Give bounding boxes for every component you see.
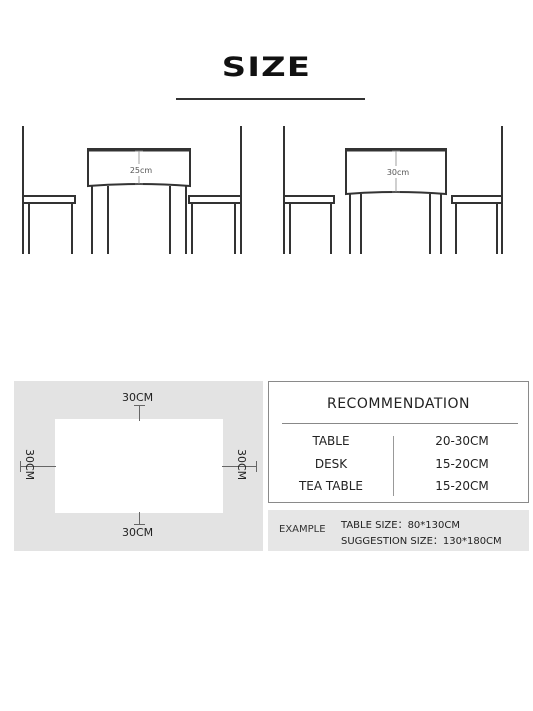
recommendation-column-divider — [393, 436, 394, 496]
table-top-area — [55, 419, 223, 513]
recommendation-row: DESK 15-20CM — [269, 457, 528, 475]
right-measure-line — [222, 466, 256, 467]
table-scene-right: 30cm — [276, 120, 516, 260]
recommendation-title: RECOMMENDATION — [326, 396, 471, 412]
left-measure-tick — [20, 461, 21, 472]
recommendation-panel: RECOMMENDATION TABLE 20-30CM DESK 15-20C… — [268, 381, 529, 503]
right-measure-tick — [256, 461, 257, 472]
bottom-measure-line — [139, 512, 140, 524]
table-chairs-illustration-left: 25cm — [22, 126, 242, 254]
right-border-label: 30CM — [235, 449, 248, 481]
bottom-measure-tick — [134, 524, 145, 525]
top-measure-tick — [134, 405, 145, 406]
table-type-label: TEA TABLE — [298, 479, 364, 493]
example-suggestion-size: SUGGESTION SIZE：130*180CM — [341, 536, 502, 547]
tablecloth-border-diagram: 30CM 30CM 30CM 30CM — [14, 381, 263, 551]
recommendation-row: TABLE 20-30CM — [269, 434, 528, 452]
title-underline — [176, 98, 365, 100]
drop-range-value: 20-30CM — [435, 434, 489, 448]
table-chairs-illustration-right: 30cm — [283, 126, 503, 254]
drop-length-label-left: 25cm — [130, 166, 153, 175]
table-type-label: DESK — [314, 457, 348, 471]
table-scene-left: 25cm — [14, 120, 254, 260]
recommendation-rule — [282, 423, 518, 424]
left-border-label: 30CM — [23, 449, 36, 481]
top-border-label: 30CM — [122, 391, 154, 404]
example-label: EXAMPLE — [279, 524, 326, 535]
bottom-border-label: 30CM — [122, 526, 154, 539]
recommendation-row: TEA TABLE 15-20CM — [269, 479, 528, 497]
drop-range-value: 15-20CM — [435, 457, 489, 471]
drop-length-label-right: 30cm — [387, 168, 410, 177]
drop-range-value: 15-20CM — [435, 479, 489, 493]
left-measure-line — [20, 466, 56, 467]
example-panel: EXAMPLE TABLE SIZE：80*130CM SUGGESTION S… — [268, 510, 529, 551]
table-type-label: TABLE — [312, 434, 350, 448]
example-table-size: TABLE SIZE：80*130CM — [341, 520, 460, 531]
page-title: SIZE — [221, 52, 312, 83]
top-measure-line — [139, 405, 140, 421]
